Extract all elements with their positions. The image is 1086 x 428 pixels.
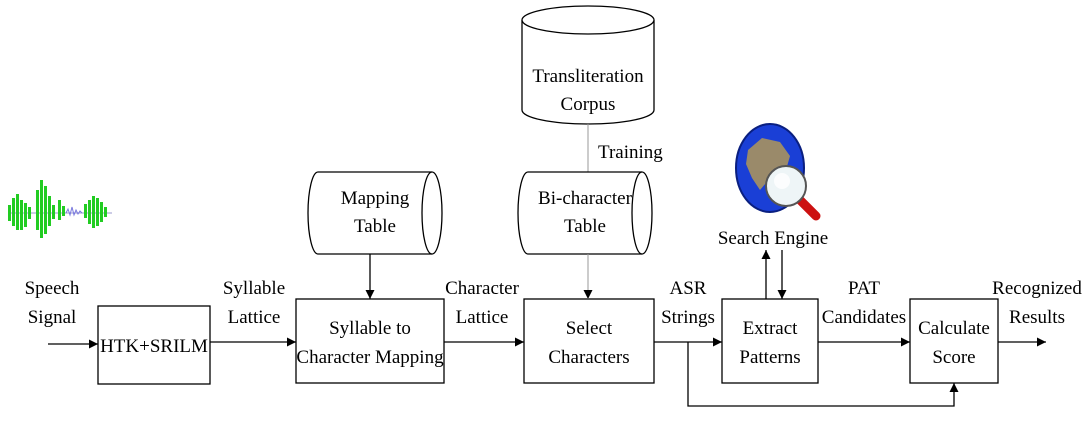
htk-srilm-box: HTK+SRILM: [97, 305, 211, 385]
candidates-label: Candidates: [822, 307, 906, 328]
calc-line-1: Calculate: [918, 318, 990, 339]
htk-label: HTK+SRILM: [100, 336, 208, 357]
extract-line-1: Extract: [743, 318, 799, 339]
character-lattice-label: Lattice: [456, 307, 509, 328]
character-label: Character: [445, 278, 520, 299]
asr-to-calc-arrow: [687, 342, 959, 407]
asr-label: ASR: [670, 278, 707, 299]
search-engine-icon: [735, 123, 821, 221]
extract-line-2: Patterns: [739, 347, 800, 368]
results-label: Results: [1009, 307, 1065, 328]
syllable-lattice-label: Lattice: [228, 307, 281, 328]
mapping-table-store: Mapping Table: [307, 171, 443, 255]
calc-line-2: Score: [932, 347, 975, 368]
transliteration-corpus-store: Transliteration Corpus: [521, 5, 655, 125]
signal-label: Signal: [28, 307, 77, 328]
select-line-2: Characters: [548, 347, 629, 368]
select-characters-box: Select Characters: [523, 298, 655, 384]
training-label: Training: [598, 142, 663, 163]
speech-label: Speech: [25, 278, 80, 299]
syllable-label: Syllable: [223, 278, 285, 299]
syl-map-line-1: Syllable to: [329, 318, 411, 339]
syllable-to-character-mapping-box: Syllable to Character Mapping: [295, 298, 445, 384]
bichar-line-1: Bi-character: [538, 188, 633, 209]
mapping-line-2: Table: [354, 216, 396, 237]
mapping-line-1: Mapping: [341, 188, 410, 209]
bi-character-table-store: Bi-character Table: [517, 171, 653, 255]
recognized-label: Recognized: [992, 278, 1082, 299]
extract-patterns-box: Extract Patterns: [721, 298, 819, 384]
bichar-line-2: Table: [564, 216, 606, 237]
corpus-line-2: Corpus: [561, 94, 616, 115]
select-line-1: Select: [566, 318, 613, 339]
waveform-icon: [8, 180, 112, 238]
syl-map-line-2: Character Mapping: [296, 347, 444, 368]
pat-label: PAT: [848, 278, 880, 299]
search-engine-label: Search Engine: [718, 228, 828, 249]
calculate-score-box: Calculate Score: [909, 298, 999, 384]
strings-label: Strings: [661, 307, 715, 328]
corpus-line-1: Transliteration: [532, 66, 644, 87]
